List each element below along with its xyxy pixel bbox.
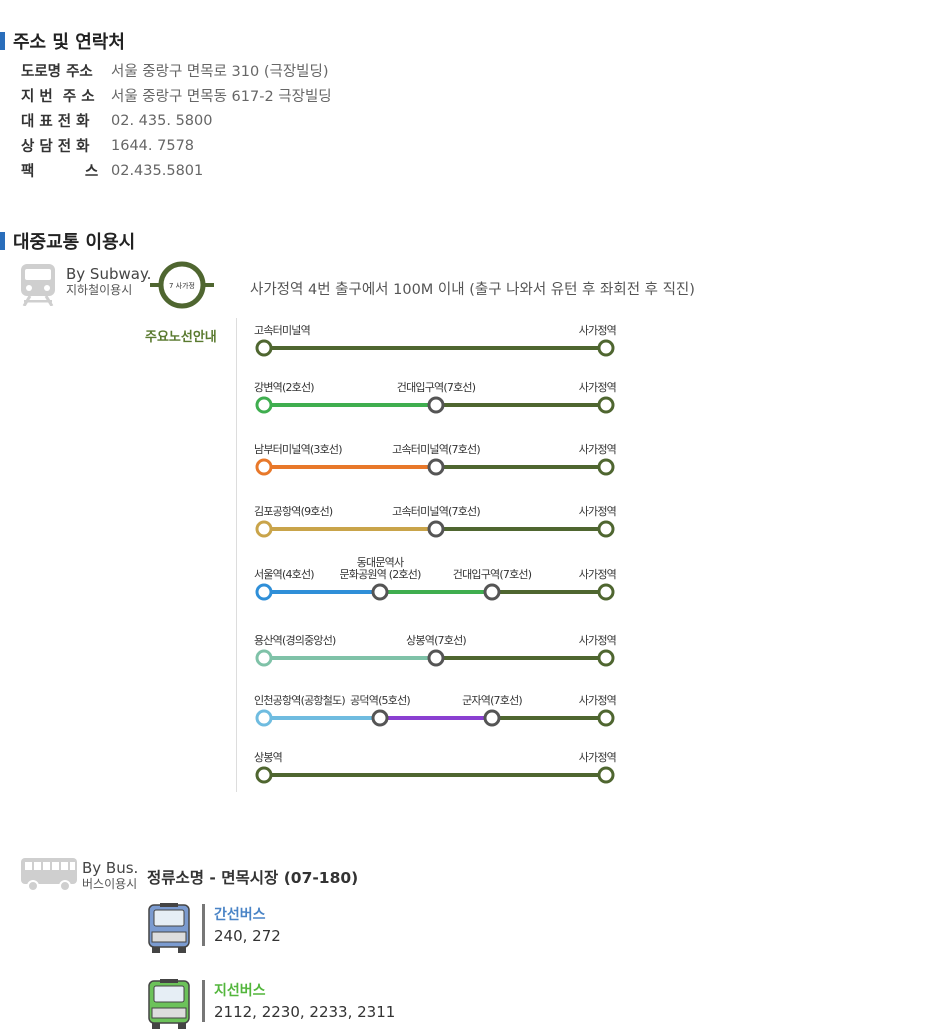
title-bar-marker: [0, 232, 5, 250]
contact-value: 서울 중랑구 면목동 617-2 극장빌딩: [111, 89, 332, 105]
contact-label: 대 표 전 화: [21, 114, 90, 130]
station-marker: [255, 649, 273, 667]
contact-label: 상 담 전 화: [21, 139, 90, 155]
bus-type: 지선버스: [214, 983, 266, 999]
station-marker: [255, 709, 273, 727]
station-marker: [597, 396, 615, 414]
station-marker: [427, 649, 445, 667]
station-badge-icon: 7 사가정: [150, 261, 214, 309]
station-label: 사가정역: [579, 505, 616, 518]
station-marker: [597, 583, 615, 601]
station-label: 인천공항역(공항철도): [254, 693, 345, 707]
station-marker: [597, 458, 615, 476]
station-label: 고속터미널역(7호선): [392, 443, 480, 456]
contact-row: 상 담 전 화 1644. 7578: [21, 133, 332, 158]
contact-value: 1644. 7578: [111, 137, 195, 154]
station-marker: [427, 396, 445, 414]
contact-value: 02. 435. 5800: [111, 112, 213, 129]
station-label: 김포공항역(9호선): [254, 505, 333, 518]
station-marker: [255, 766, 273, 784]
contact-row: 대 표 전 화 02. 435. 5800: [21, 108, 332, 133]
subway-mode-label: By Subway. 지하철이용시: [66, 265, 152, 297]
bus-numbers: 240, 272: [214, 927, 281, 945]
contact-label: 도로명 주소: [21, 64, 93, 80]
station-marker: [371, 709, 389, 727]
station-marker: [255, 339, 273, 357]
station-label: 고속터미널역: [254, 324, 310, 337]
station-marker: [597, 339, 615, 357]
station-label: 사가정역: [579, 381, 616, 394]
station-label: 건대입구역(7호선): [453, 568, 532, 581]
station-marker: [483, 709, 501, 727]
station-label: 사가정역: [579, 443, 616, 456]
station-marker: [483, 583, 501, 601]
contact-row: 도로명 주소 서울 중랑구 면목로 310 (극장빌딩): [21, 58, 332, 83]
station-marker: [427, 520, 445, 538]
subway-icon: [21, 264, 55, 306]
station-badge-text: 7 사가정: [169, 281, 195, 290]
bus-numbers: 2112, 2230, 2233, 2311: [214, 1003, 396, 1021]
station-marker: [427, 458, 445, 476]
contact-row: 지 번 주 소 서울 중랑구 면목동 617-2 극장빌딩: [21, 83, 332, 108]
station-label: 건대입구역(7호선): [397, 381, 476, 394]
station-label: 사가정역: [579, 568, 616, 581]
bus-front-icon: [148, 979, 190, 1029]
bus-info: 간선버스 240, 272: [202, 904, 281, 946]
route-divider: [236, 318, 237, 792]
station-label: 군자역(7호선): [462, 694, 522, 707]
contact-label: 지 번 주 소: [21, 89, 95, 105]
station-marker: [255, 520, 273, 538]
contact-value: 서울 중랑구 면목로 310 (극장빌딩): [111, 64, 329, 80]
contact-label: 팩 스: [21, 164, 99, 180]
bus-icon: [21, 858, 77, 892]
contact-section-title: 주소 및 연락처: [0, 28, 125, 54]
station-marker: [597, 520, 615, 538]
station-label: 남부터미널역(3호선): [254, 443, 342, 456]
station-label: 상봉역(7호선): [406, 634, 466, 647]
station-label: 강변역(2호선): [254, 381, 314, 394]
subway-description: 사가정역 4번 출구에서 100M 이내 (출구 나와서 유턴 후 좌회전 후 …: [250, 282, 695, 298]
bus-type: 간선버스: [214, 907, 266, 923]
bus-item: 지선버스 2112, 2230, 2233, 2311: [146, 978, 395, 1034]
station-label: 사가정역: [579, 694, 616, 707]
station-label: 사가정역: [579, 751, 616, 764]
contact-row: 팩 스 02.435.5801: [21, 158, 332, 183]
title-bar-marker: [0, 32, 5, 50]
station-marker: [597, 709, 615, 727]
bus-stop-name: 정류소명 - 면목시장 (07-180): [147, 869, 359, 887]
station-label: 고속터미널역(7호선): [392, 505, 480, 518]
station-label: 용산역(경의중앙선): [254, 634, 336, 647]
station-label: 상봉역: [254, 751, 282, 764]
station-label: 공덕역(5호선): [350, 694, 410, 707]
contact-list: 도로명 주소 서울 중랑구 면목로 310 (극장빌딩) 지 번 주 소 서울 중랑구…: [21, 58, 332, 183]
station-marker: [255, 583, 273, 601]
contact-value: 02.435.5801: [111, 162, 204, 179]
transit-section-title: 대중교통 이용시: [0, 228, 135, 254]
station-label: 사가정역: [579, 634, 616, 647]
route-guide-label: 주요노선안내: [145, 330, 217, 345]
bus-item: 간선버스 240, 272: [146, 902, 281, 958]
station-marker: [371, 583, 389, 601]
station-marker: [255, 458, 273, 476]
station-marker: [255, 396, 273, 414]
station-marker: [597, 766, 615, 784]
bus-mode-label: By Bus. 버스이용시: [82, 859, 139, 891]
bus-front-icon: [148, 903, 190, 953]
station-marker: [597, 649, 615, 667]
bus-info: 지선버스 2112, 2230, 2233, 2311: [202, 980, 395, 1022]
station-label: 서울역(4호선): [254, 568, 314, 581]
station-label: 사가정역: [579, 324, 616, 337]
